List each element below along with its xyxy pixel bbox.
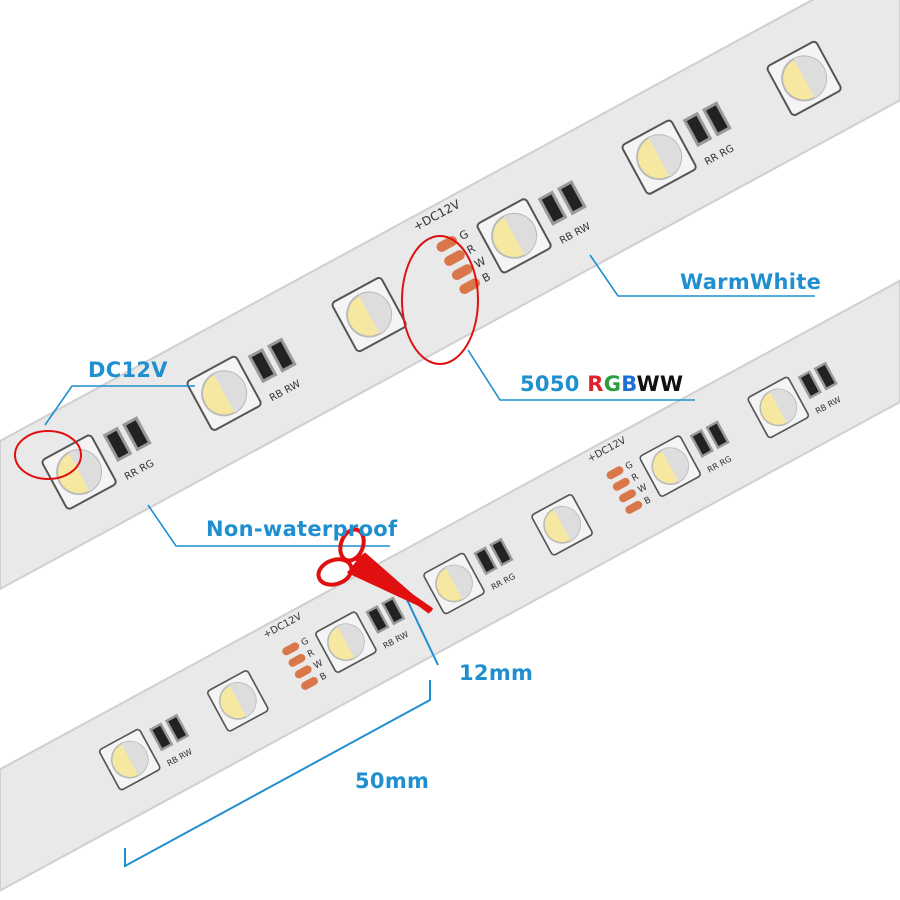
led-chip	[531, 494, 593, 556]
length-label: 50mm	[355, 769, 430, 793]
resistor	[813, 361, 838, 391]
pad	[294, 665, 312, 679]
dc12v-highlight-circle	[14, 430, 82, 480]
pad-label: R	[306, 648, 316, 660]
dc12v-label: DC12V	[88, 358, 168, 382]
led-chip: RR RG	[621, 101, 736, 195]
pad	[282, 642, 300, 656]
pad	[619, 489, 636, 503]
pad-label: W	[637, 482, 650, 495]
resistor	[557, 179, 587, 216]
resistor	[267, 337, 297, 373]
pad	[459, 278, 480, 294]
resistor	[682, 111, 713, 148]
resistor	[705, 420, 730, 450]
resistor	[102, 426, 133, 463]
resistor	[122, 416, 152, 452]
pad	[444, 250, 465, 266]
pad	[625, 500, 643, 514]
chip-r: R	[587, 372, 604, 396]
chip-size: 5050	[520, 372, 588, 396]
resistor	[365, 604, 390, 634]
led-chip: RB RW	[186, 337, 303, 431]
led-chip	[207, 670, 269, 732]
pad-label: G	[624, 460, 635, 472]
pad-label: G	[300, 636, 311, 648]
pad	[288, 653, 306, 667]
pad	[301, 676, 318, 690]
dc12v-leader	[44, 385, 195, 426]
pad	[606, 466, 624, 480]
pad-label: W	[312, 658, 325, 671]
resistor	[473, 546, 498, 576]
chip-g: G	[603, 372, 622, 396]
warmwhite-label: WarmWhite	[680, 270, 822, 294]
non-waterproof-leader	[147, 504, 390, 547]
resistor	[247, 347, 278, 384]
resistor	[702, 101, 732, 137]
chip-leader	[467, 349, 695, 401]
non-waterproof-label: Non-waterproof	[206, 517, 398, 541]
led-chip: RB RW	[747, 361, 842, 439]
chip-b: B	[621, 372, 637, 396]
chip-ww: WW	[636, 372, 684, 396]
pad-label: B	[643, 495, 653, 507]
scissors-icon	[316, 527, 434, 614]
resistor	[537, 190, 568, 226]
pad	[612, 477, 630, 491]
pad-label: R	[630, 472, 640, 484]
resistor	[149, 722, 174, 752]
resistor	[164, 713, 190, 743]
length-dimension-line	[124, 680, 431, 868]
warmwhite-leader	[589, 254, 815, 297]
led-chip	[766, 40, 842, 116]
pad	[451, 264, 473, 280]
resistor	[381, 596, 406, 626]
resistor	[689, 428, 714, 458]
led-chip	[331, 277, 407, 353]
width-label: 12mm	[459, 661, 534, 685]
resistor	[489, 537, 514, 567]
chip-type-label: 5050 RGBWW	[520, 371, 683, 397]
pad-label: B	[319, 671, 329, 683]
resistor	[797, 370, 822, 400]
pads-highlight-circle	[401, 235, 479, 365]
